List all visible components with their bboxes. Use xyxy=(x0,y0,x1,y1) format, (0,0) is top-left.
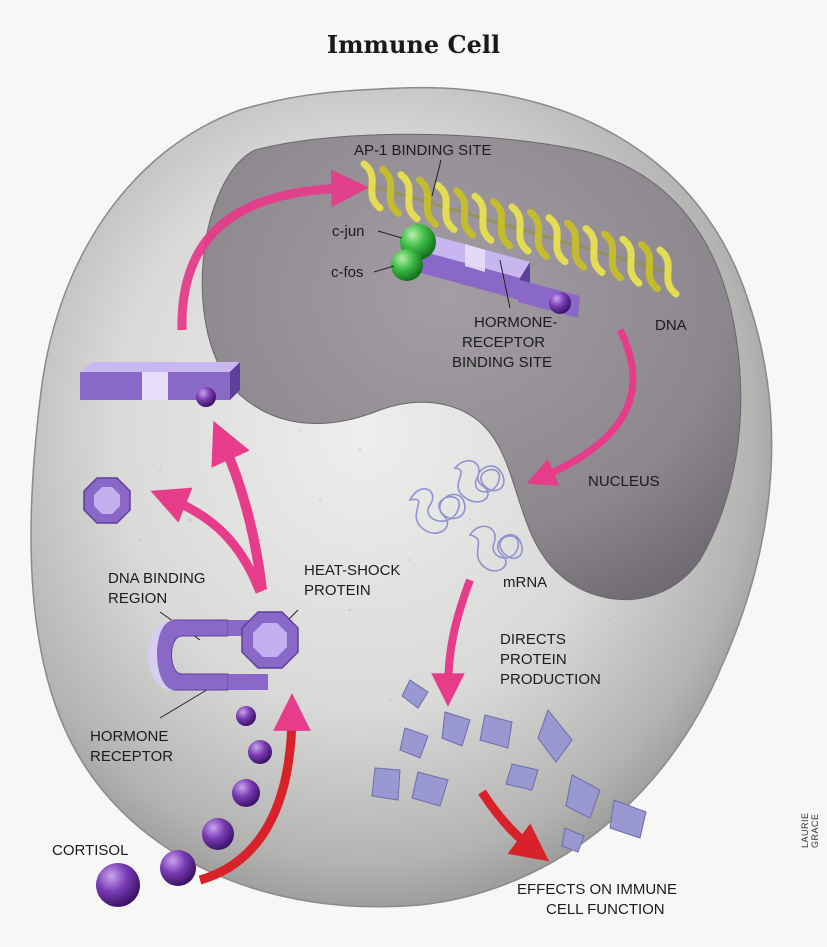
label-c-jun: c-jun xyxy=(332,223,365,241)
label-heat-shock-protein-line1: HEAT-SHOCK xyxy=(304,562,400,580)
c-fos-protein xyxy=(391,249,423,281)
label-hormone-receptor-line1: HORMONE xyxy=(90,728,168,746)
label-hormone-receptor-line2: RECEPTOR xyxy=(90,748,173,766)
artist-credit: LAURIE GRACE xyxy=(800,812,820,848)
label-cortisol: CORTISOL xyxy=(52,842,128,860)
label-dna-binding-region-line2: REGION xyxy=(108,590,167,608)
label-dna: DNA xyxy=(655,317,687,335)
label-heat-shock-protein-line2: PROTEIN xyxy=(304,582,371,600)
label-c-fos: c-fos xyxy=(331,264,364,282)
label-ap1-binding-site: AP-1 BINDING SITE xyxy=(354,142,492,160)
label-effects-line1: EFFECTS ON IMMUNE xyxy=(517,881,677,899)
label-directs-line1: DIRECTS xyxy=(500,631,566,649)
label-directs-line2: PROTEIN xyxy=(500,651,567,669)
label-nucleus: NUCLEUS xyxy=(588,473,660,491)
label-dna-binding-region-line1: DNA BINDING xyxy=(108,570,206,588)
released-heat-shock-protein xyxy=(84,478,130,523)
label-directs-line3: PRODUCTION xyxy=(500,671,601,689)
label-hormone-receptor-binding-site-line2: RECEPTOR xyxy=(462,334,545,352)
label-hormone-receptor-binding-site-line3: BINDING SITE xyxy=(452,354,552,372)
label-effects-line2: CELL FUNCTION xyxy=(546,901,665,919)
page-title: Immune Cell xyxy=(0,30,827,59)
label-hormone-receptor-binding-site-line1: HORMONE- xyxy=(474,314,557,332)
label-mrna: mRNA xyxy=(503,574,547,592)
